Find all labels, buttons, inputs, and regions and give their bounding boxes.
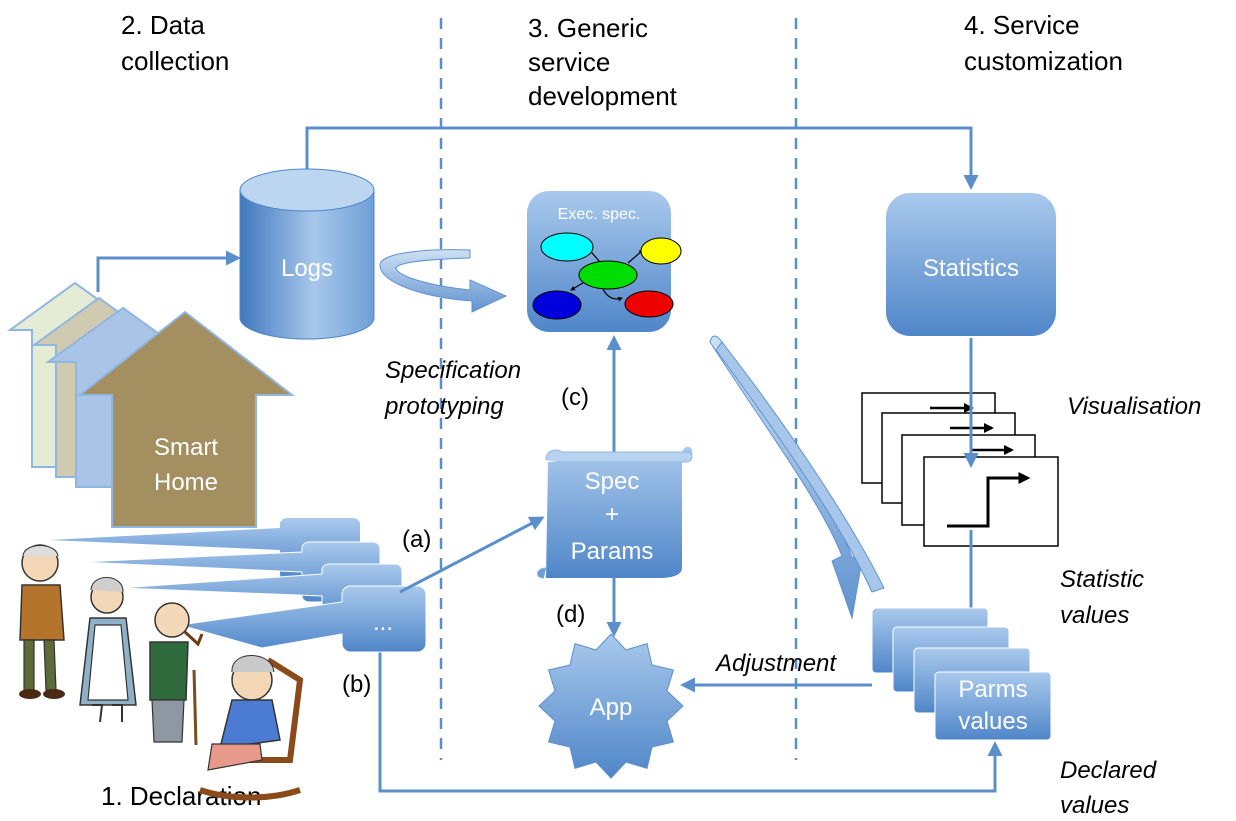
specification-prototyping-label: Specification prototyping <box>384 357 528 420</box>
statistic-values-label: Statistic values <box>1060 566 1151 629</box>
edge-label-d: (d) <box>556 601 585 628</box>
section-title-customization: 4. Service customization <box>964 10 1123 76</box>
logs-to-statistics-arrow <box>305 126 979 190</box>
homes-to-logs-arrow <box>96 250 241 292</box>
speech-bubbles: ... <box>50 518 427 653</box>
exec-spec-node: Exec. spec. <box>527 191 682 332</box>
section-title-generic-service: 3. Generic service development <box>528 13 678 111</box>
adjustment-curved-arrow <box>709 335 885 620</box>
adjustment-label: Adjustment <box>714 650 837 677</box>
smart-home-label-line1: Smart <box>154 434 218 461</box>
logs-label: Logs <box>281 255 333 282</box>
section-title-data-collection: 2. Data collection <box>121 10 229 76</box>
edge-label-b: (b) <box>342 671 371 698</box>
spec-label-line1: Spec <box>585 468 640 495</box>
declared-values-label: Declared values <box>1060 757 1163 819</box>
app-node: App <box>538 633 684 779</box>
spec-label-line2: + <box>605 501 619 528</box>
prototyping-swirl-arrow <box>379 249 508 313</box>
params-values-label-line1: Parms <box>958 676 1027 703</box>
edge-label-c: (c) <box>561 384 589 411</box>
visualisation-label: Visualisation <box>1067 393 1201 420</box>
logs-database-icon: Logs <box>239 168 375 340</box>
spec-label-line3: Params <box>571 538 654 565</box>
params-values-label-line2: values <box>958 708 1027 735</box>
bubbles-to-spec-arrow <box>399 516 545 594</box>
app-label: App <box>590 694 633 721</box>
statistics-node: Statistics <box>886 193 1056 336</box>
elderly-people-icon <box>19 544 304 801</box>
statistics-label: Statistics <box>923 255 1019 282</box>
params-values-stack: Parms values <box>871 607 1052 741</box>
exec-spec-label: Exec. spec. <box>558 206 641 223</box>
edge-label-a: (a) <box>402 526 431 553</box>
bubble-ellipsis-label: ... <box>373 609 393 636</box>
visualisation-charts <box>861 392 1059 547</box>
declaration-to-params-arrow <box>378 645 1003 793</box>
smart-home-label-line2: Home <box>154 469 218 496</box>
spec-params-node: Spec + Params <box>537 446 693 579</box>
smart-home-icon: Smart Home <box>6 281 295 528</box>
